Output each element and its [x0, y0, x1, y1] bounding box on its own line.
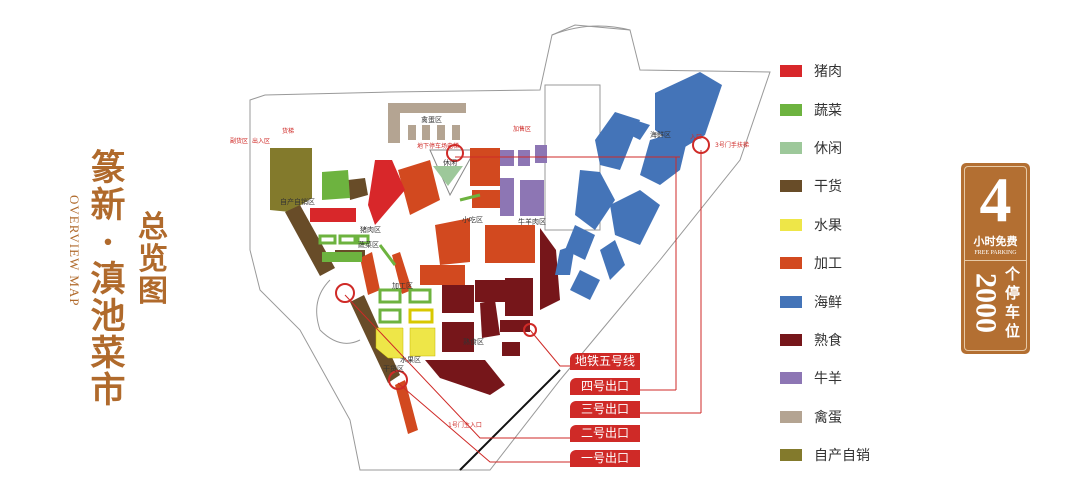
label-gate1-entrance: 1号门主入口 — [448, 421, 482, 429]
zone-leisure — [433, 166, 463, 186]
title-main: 篆新·滇池菜市 — [90, 148, 126, 411]
zone-seafood — [555, 72, 722, 300]
label-beef-mutton: 牛羊肉区 — [518, 217, 546, 226]
swatch — [780, 141, 802, 154]
parking-badge: 4 小时免费 FREE PARKING 2000 个停车位 — [961, 163, 1030, 354]
legend-label: 猪肉 — [814, 64, 842, 81]
zone-fruit — [375, 308, 436, 359]
legend-item-processing: 加工 — [780, 244, 870, 282]
legend-label: 蔬菜 — [814, 102, 842, 119]
legend-label: 熟食 — [814, 332, 842, 349]
swatch — [780, 257, 802, 270]
zone-processing — [360, 148, 535, 434]
legend-item-dry-goods: 干货 — [780, 167, 870, 205]
label-parking-elevator: 地下停车场电梯 — [417, 142, 459, 150]
parking-badge-border — [964, 166, 1027, 351]
legend: 猪肉 蔬菜 休闲 干货 水果 加工 海鲜 熟食 牛羊 禽蛋 自产自销 — [780, 52, 870, 474]
label-self-produced: 自产自销区 — [280, 197, 315, 206]
swatch — [780, 103, 802, 116]
exit-2: 二号出口 — [570, 425, 640, 442]
label-fruit: 水果区 — [400, 355, 421, 364]
legend-label: 禽蛋 — [814, 409, 842, 426]
swatch — [780, 372, 802, 385]
swatch — [780, 65, 802, 78]
legend-item-poultry: 禽蛋 — [780, 398, 870, 436]
swatch — [780, 333, 802, 346]
exit-routes — [335, 136, 710, 463]
zone-deli — [425, 228, 560, 395]
legend-label: 加工 — [814, 256, 842, 273]
legend-item-self-produced: 自产自销 — [780, 436, 870, 474]
label-deli: 熟食区 — [463, 337, 484, 346]
label-side-goods: 副货区 — [230, 137, 248, 145]
zone-dry-goods-b — [350, 295, 400, 383]
zone-self-produced — [270, 148, 312, 212]
parking-spaces-count: 2000 — [969, 273, 1003, 333]
label-entrance: 入口 — [690, 134, 702, 141]
label-processing: 加工区 — [392, 281, 413, 290]
zone-beef-mutton — [500, 145, 547, 216]
title-sub: 总览图 — [138, 210, 168, 309]
label-access: 出入区 — [252, 137, 270, 145]
legend-label: 牛羊 — [814, 371, 842, 388]
swatch — [780, 218, 802, 231]
label-pork: 猪肉区 — [360, 225, 381, 234]
swatch — [780, 449, 802, 462]
free-hours: 4 — [979, 164, 1012, 235]
legend-item-seafood: 海鲜 — [780, 282, 870, 320]
label-gate3-escalator: 3号门手扶梯 — [715, 141, 749, 149]
label-snack: 小吃区 — [462, 215, 483, 224]
exit-1: 一号出口 — [570, 450, 640, 467]
zone-pork — [310, 160, 405, 225]
legend-item-pork: 猪肉 — [780, 52, 870, 90]
building-outline — [249, 24, 771, 471]
label-freight-elevator: 货梯 — [282, 127, 294, 135]
swatch — [780, 295, 802, 308]
legend-item-beef-mutton: 牛羊 — [780, 359, 870, 397]
parking-spaces-label: 个停车位 — [1004, 265, 1020, 340]
free-parking-label: 小时免费 — [973, 235, 1018, 248]
zone-poultry — [388, 103, 466, 143]
label-added: 加售区 — [513, 125, 531, 133]
exit-4: 四号出口 — [570, 378, 640, 395]
legend-label: 休闲 — [814, 140, 842, 157]
divider — [964, 260, 1027, 261]
exit-metro-line5: 地铁五号线 — [570, 353, 640, 370]
label-leisure: 休闲 — [443, 158, 457, 167]
legend-label: 水果 — [814, 217, 842, 234]
label-seafood: 海鲜区 — [650, 130, 671, 139]
label-vegetable: 蔬菜区 — [358, 240, 379, 249]
title-english: OVERVIEW MAP — [67, 195, 82, 307]
legend-item-fruit: 水果 — [780, 206, 870, 244]
label-poultry: 禽蛋区 — [421, 115, 442, 124]
exit-3: 三号出口 — [570, 401, 640, 418]
swatch — [780, 410, 802, 423]
legend-label: 自产自销 — [814, 448, 870, 465]
free-parking-label-en: FREE PARKING — [974, 250, 1017, 256]
legend-item-deli: 熟食 — [780, 321, 870, 359]
zone-vegetable — [318, 170, 481, 324]
legend-label: 干货 — [814, 179, 842, 196]
swatch — [780, 180, 802, 193]
legend-item-leisure: 休闲 — [780, 129, 870, 167]
label-dry-goods: 干货区 — [383, 364, 404, 373]
legend-item-vegetable: 蔬菜 — [780, 90, 870, 128]
legend-label: 海鲜 — [814, 294, 842, 311]
